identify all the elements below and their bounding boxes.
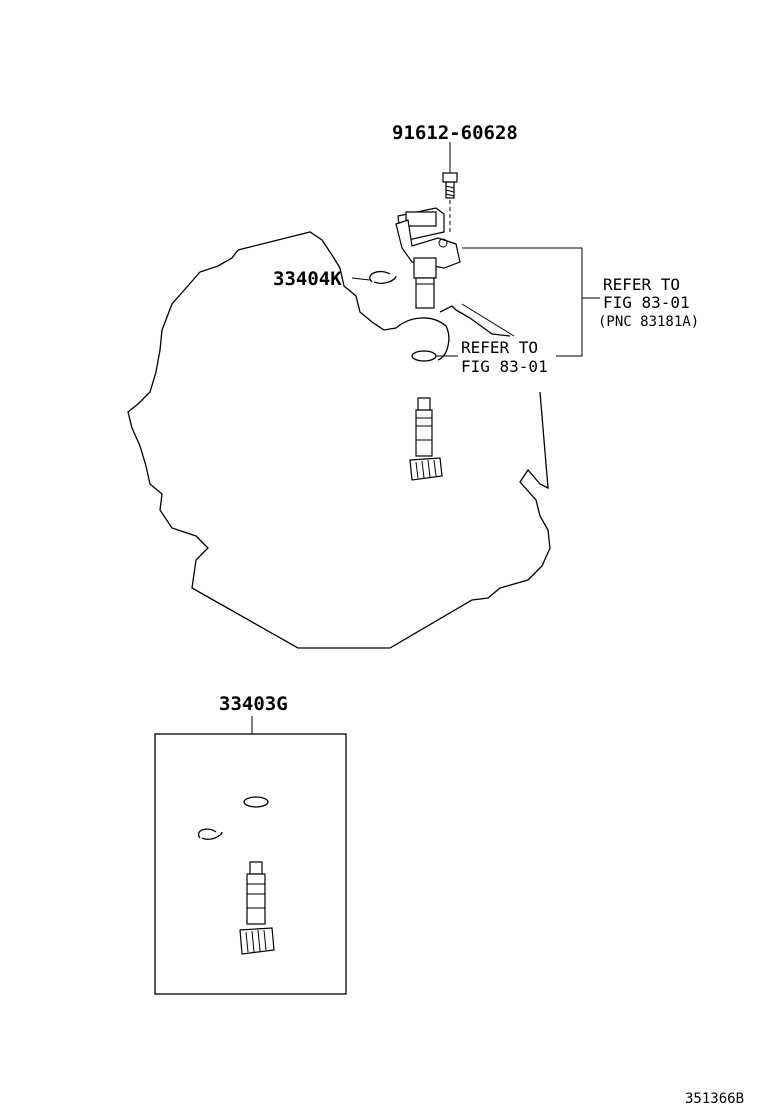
kit-o-ring-icon xyxy=(243,796,269,808)
transmission-case-outline xyxy=(127,231,551,649)
o-ring-icon[interactable] xyxy=(411,350,437,362)
refer-right-line3: (PNC 83181A) xyxy=(598,314,699,330)
bolt-part-number: 91612-60628 xyxy=(392,122,518,144)
refer-center-line1: REFER TO xyxy=(461,338,538,357)
bolt-icon[interactable] xyxy=(442,142,458,232)
refer-right-line1: REFER TO xyxy=(603,275,680,294)
driven-gear-icon[interactable] xyxy=(409,397,443,481)
kit-gear-icon xyxy=(239,861,275,955)
speed-sensor-icon[interactable] xyxy=(395,207,461,309)
leader-lines xyxy=(351,247,600,357)
refer-center-line2: FIG 83-01 xyxy=(461,357,548,376)
refer-right-line2: FIG 83-01 xyxy=(603,293,690,312)
kit-clip-icon xyxy=(197,828,223,840)
clip-icon[interactable] xyxy=(369,270,397,284)
diagram-code: 351366B xyxy=(685,1091,744,1107)
kit-box[interactable] xyxy=(154,716,347,995)
kit-part-number: 33403G xyxy=(219,693,288,715)
clip-part-number: 33404K xyxy=(273,268,342,290)
